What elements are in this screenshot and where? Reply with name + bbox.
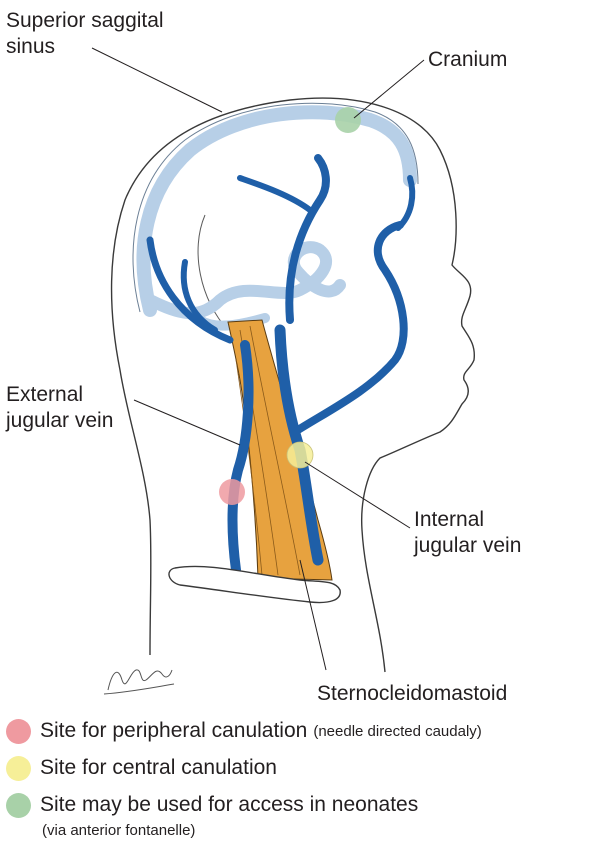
label-internal-jugular-2: jugular vein [414, 533, 521, 559]
peripheral-site-marker [219, 479, 245, 505]
legend-item-peripheral: Site for peripheral canulation (needle d… [6, 717, 482, 745]
leader-internal-jugular [305, 462, 410, 528]
artist-signature [104, 670, 174, 694]
label-cranium: Cranium [428, 47, 507, 73]
legend-swatch-neonates [6, 793, 31, 818]
sagittal-sinus-edge [133, 103, 418, 312]
legend-text-central: Site for central canulation [40, 756, 277, 780]
legend-text-neonates: Site may be used for access in neonates [40, 793, 418, 817]
forehead-vein [398, 178, 412, 228]
legend-item-neonates: Site may be used for access in neonates [6, 791, 418, 819]
legend-swatch-peripheral [6, 719, 31, 744]
label-external-jugular-1: External [6, 382, 83, 408]
label-internal-jugular-1: Internal [414, 507, 484, 533]
facial-vein [298, 225, 404, 430]
label-superior-sagittal-sinus-2: sinus [6, 34, 55, 60]
legend-text-peripheral: Site for peripheral canulation [40, 719, 307, 743]
label-sternocleidomastoid: Sternocleidomastoid [317, 681, 507, 707]
legend-note-neonates: (via anterior fontanelle) [42, 822, 195, 839]
legend-note-peripheral: (needle directed caudaly) [313, 723, 481, 740]
label-superior-sagittal-sinus-1: Superior saggital [6, 8, 164, 34]
legend-item-central: Site for central canulation [6, 754, 277, 782]
leader-external-jugular [134, 400, 240, 445]
label-external-jugular-2: jugular vein [6, 408, 113, 434]
temporal-branch [240, 178, 310, 210]
leader-sinus [92, 48, 222, 112]
legend-swatch-central [6, 756, 31, 781]
neonatal-site-marker [335, 107, 361, 133]
